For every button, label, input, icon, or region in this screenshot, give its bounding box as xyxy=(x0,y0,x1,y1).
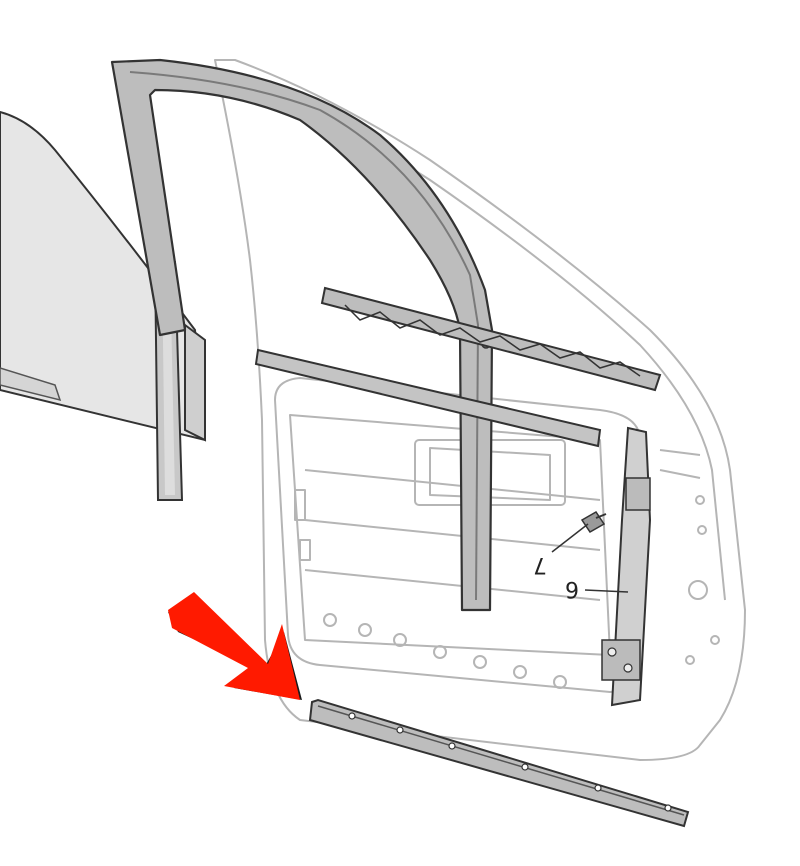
callout-6: 6 xyxy=(565,576,579,601)
pointer-arrow-icon xyxy=(168,592,302,700)
leader-lines xyxy=(551,523,629,593)
lower-door-weatherstrip xyxy=(308,698,690,828)
window-regulator xyxy=(601,426,652,707)
window-glass xyxy=(0,110,207,442)
inner-belt-weatherstrip xyxy=(254,348,602,448)
regulator-bolt xyxy=(580,511,607,533)
callout-7: 7 xyxy=(533,552,547,577)
outer-belt-weatherstrip xyxy=(320,286,662,392)
